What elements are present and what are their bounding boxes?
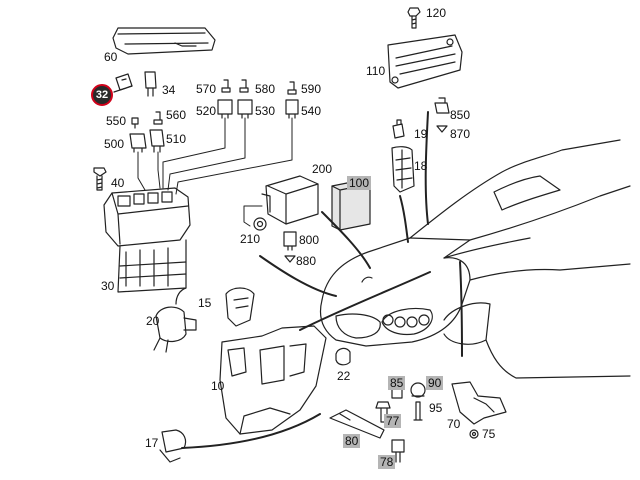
callout-870: 870: [450, 127, 471, 141]
relay-500-part[interactable]: [129, 133, 147, 153]
grommet-22-part[interactable]: [335, 347, 351, 366]
relay-32-part[interactable]: [113, 73, 133, 93]
callout-60: 60: [104, 50, 118, 64]
bracket-70-part[interactable]: [451, 381, 507, 425]
cap-90-part[interactable]: [410, 382, 426, 398]
callout-200: 200: [312, 162, 333, 176]
fuse-relay-box-30-part[interactable]: [103, 187, 191, 293]
arrows-to-vehicle: [181, 111, 463, 449]
pin-570-part[interactable]: [221, 79, 231, 93]
fuse-34-part[interactable]: [144, 71, 157, 97]
callout-120: 120: [426, 6, 447, 20]
washer-pump-20-part[interactable]: [153, 287, 197, 353]
bolt-95-part[interactable]: [413, 401, 423, 421]
clip-19-part[interactable]: [392, 119, 405, 139]
callout-95: 95: [429, 401, 443, 415]
callout-77: 77: [384, 414, 402, 428]
vehicle-outline: [319, 139, 631, 379]
module-bracket-110-part[interactable]: [387, 34, 463, 89]
relay-530-part[interactable]: [237, 99, 253, 119]
leader-relay-bracket: [243, 205, 263, 227]
callout-40: 40: [111, 176, 125, 190]
callout-110: 110: [366, 64, 386, 78]
callout-32-selected[interactable]: 32: [91, 84, 113, 106]
callout-500: 500: [104, 137, 125, 151]
relay-520-part[interactable]: [217, 99, 233, 119]
pin-880-part[interactable]: [284, 255, 296, 263]
pin-560-part[interactable]: [153, 111, 163, 125]
callout-90: 90: [426, 376, 444, 390]
callout-880: 880: [296, 254, 317, 268]
callout-210: 210: [240, 232, 261, 246]
callout-10: 10: [211, 379, 225, 393]
callout-800: 800: [299, 233, 320, 247]
callout-19: 19: [414, 127, 428, 141]
relay-200-part[interactable]: [261, 175, 319, 225]
callout-850: 850: [450, 108, 471, 122]
control-unit-cover-part[interactable]: [112, 27, 216, 55]
nozzle-17-part[interactable]: [159, 429, 187, 463]
callout-560: 560: [166, 108, 187, 122]
relay-800-part[interactable]: [283, 231, 297, 251]
pin-590-part[interactable]: [287, 81, 297, 95]
callout-80: 80: [343, 434, 361, 448]
callout-78: 78: [378, 455, 396, 469]
relay-510-part[interactable]: [149, 129, 165, 153]
callout-85: 85: [388, 376, 406, 390]
callout-550: 550: [106, 114, 127, 128]
leader-lines-fusebox: [137, 117, 293, 195]
callout-34: 34: [162, 83, 176, 97]
callout-75: 75: [482, 427, 496, 441]
bracket-80-part[interactable]: [329, 409, 385, 439]
callout-530: 530: [255, 104, 276, 118]
callout-520: 520: [196, 104, 217, 118]
callout-20: 20: [146, 314, 160, 328]
connector-850-part[interactable]: [434, 97, 450, 114]
bolt-78-part[interactable]: [391, 439, 405, 463]
pin-870-part[interactable]: [436, 125, 448, 133]
callout-590: 590: [301, 82, 322, 96]
relay-540-part[interactable]: [285, 99, 299, 119]
callout-570: 570: [196, 82, 217, 96]
screw-40-part[interactable]: [93, 167, 107, 191]
callout-15: 15: [198, 296, 212, 310]
callout-70: 70: [447, 417, 461, 431]
screw-120-part[interactable]: [407, 7, 421, 29]
callout-18: 18: [414, 159, 428, 173]
callout-30: 30: [101, 279, 115, 293]
pin-550-part[interactable]: [131, 117, 139, 129]
callout-510: 510: [166, 132, 187, 146]
hose-clamp-15-part[interactable]: [225, 287, 255, 327]
callout-100: 100: [347, 176, 372, 190]
callout-17: 17: [145, 436, 159, 450]
pin-580-part[interactable]: [239, 79, 249, 93]
grommet-210-part[interactable]: [253, 217, 267, 231]
callout-580: 580: [255, 82, 276, 96]
wiring-channel-18-part[interactable]: [391, 146, 415, 193]
callout-22: 22: [337, 369, 351, 383]
callout-540: 540: [301, 104, 322, 118]
washer-reservoir-10-part[interactable]: [219, 325, 327, 435]
nut-75-part[interactable]: [469, 429, 479, 439]
